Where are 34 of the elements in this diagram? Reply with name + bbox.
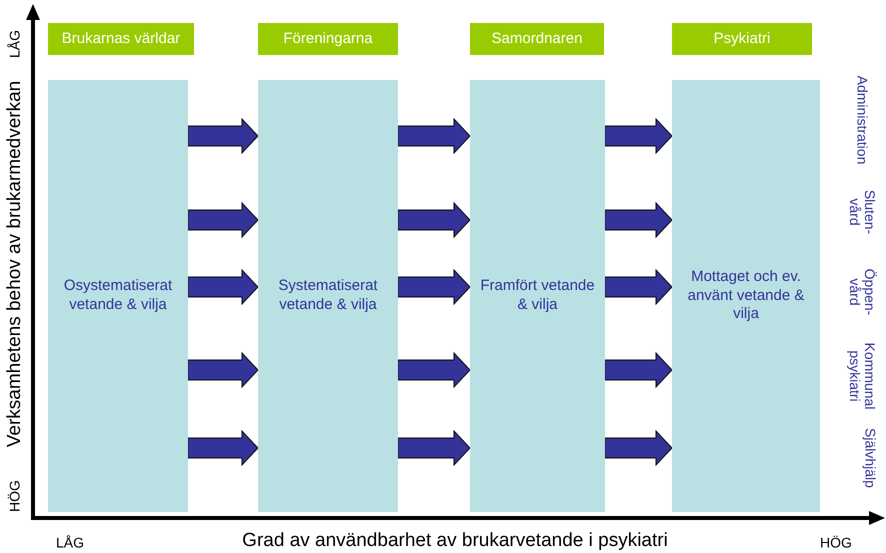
category-label: Självhjälp	[862, 428, 878, 488]
header-box: Brukarnas världar	[48, 23, 194, 55]
block-arrow	[188, 118, 259, 154]
category-label: Sluten- vård	[847, 190, 877, 234]
block-arrow	[398, 118, 471, 154]
header-box: Psykiatri	[672, 23, 812, 55]
category-label: Administration	[854, 76, 870, 164]
block-arrow	[188, 268, 259, 306]
block-arrow	[188, 202, 259, 238]
axis-title: Grad av användbarhet av brukarvetande i psykiatri	[242, 528, 668, 553]
header-box: Föreningarna	[258, 23, 398, 55]
block-arrow	[604, 352, 673, 388]
category-label: Öppen- vård	[847, 268, 877, 316]
axis-title: Verksamhetens behov av brukarmedverkan	[2, 80, 26, 448]
axis-end-label: HÖG	[6, 480, 24, 512]
category-label: Kommunal psykiatri	[847, 342, 877, 410]
block-arrow	[604, 202, 673, 238]
block-arrow	[398, 268, 471, 306]
block-arrow	[604, 268, 673, 306]
block-arrow	[398, 202, 471, 238]
column-box: Framfört vetande & vilja	[470, 80, 605, 512]
block-arrow	[604, 430, 673, 466]
block-arrow	[188, 430, 259, 466]
axis-end-label: LÅG	[56, 534, 84, 552]
column-box: Systematiserat vetande & vilja	[258, 80, 398, 512]
axis-end-label: LÅG	[6, 30, 24, 58]
column-box: Osystematiserat vetande & vilja	[48, 80, 188, 512]
block-arrow	[398, 430, 471, 466]
header-box: Samordnaren	[470, 23, 604, 55]
block-arrow	[604, 118, 673, 154]
axis-end-label: HÖG	[820, 534, 852, 552]
column-box: Mottaget och ev. använt vetande & vilja	[672, 80, 820, 512]
block-arrow	[188, 352, 259, 388]
block-arrow	[398, 352, 471, 388]
